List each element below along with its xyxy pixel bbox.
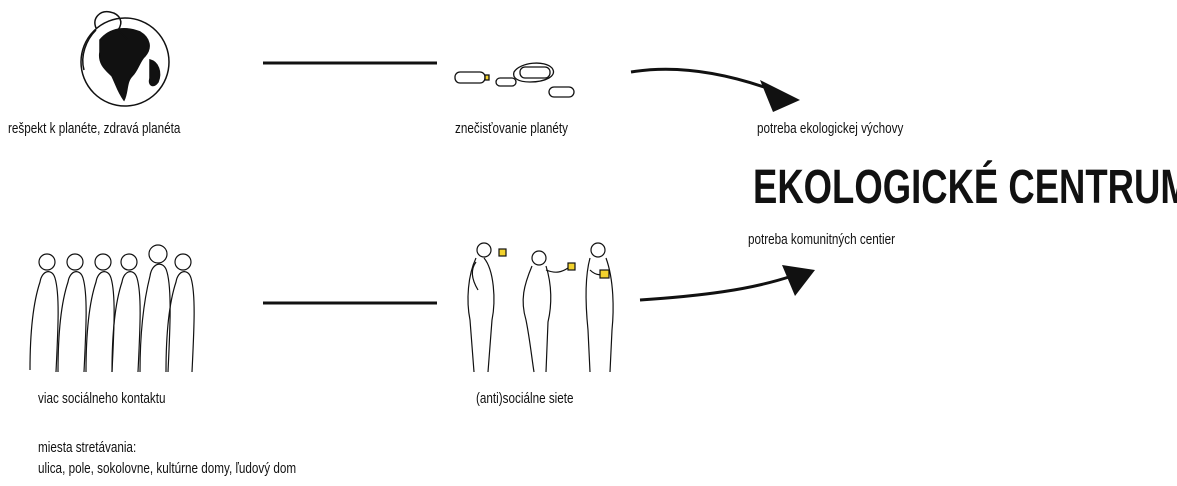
meeting-places-heading: miesta stretávania: [38,439,137,456]
arrowhead-bottom [782,265,815,296]
page-title: EKOLOGICKÉ CENTRUM [753,161,1177,214]
arrowhead-top [760,80,800,112]
meeting-places-list: ulica, pole, sokolovne, kultúrne domy, ľ… [38,460,297,477]
label-social-contact: viac sociálneho kontaktu [38,390,166,407]
arrow-top [630,67,779,94]
label-respect-planet: rešpekt k planéte, zdravá planéta [8,120,181,137]
arrow-bottom [639,274,793,302]
label-community-centers: potreba komunitných centier [748,231,895,248]
bottles-icon [454,62,575,98]
crowd-icon [29,244,195,373]
phone-people-icon [467,242,614,373]
globe-icon [80,10,170,107]
label-pollution: znečisťovanie planéty [455,120,569,137]
label-antisocial-networks: (anti)sociálne siete [476,390,574,407]
label-eco-education: potreba ekologickej výchovy [757,120,904,137]
